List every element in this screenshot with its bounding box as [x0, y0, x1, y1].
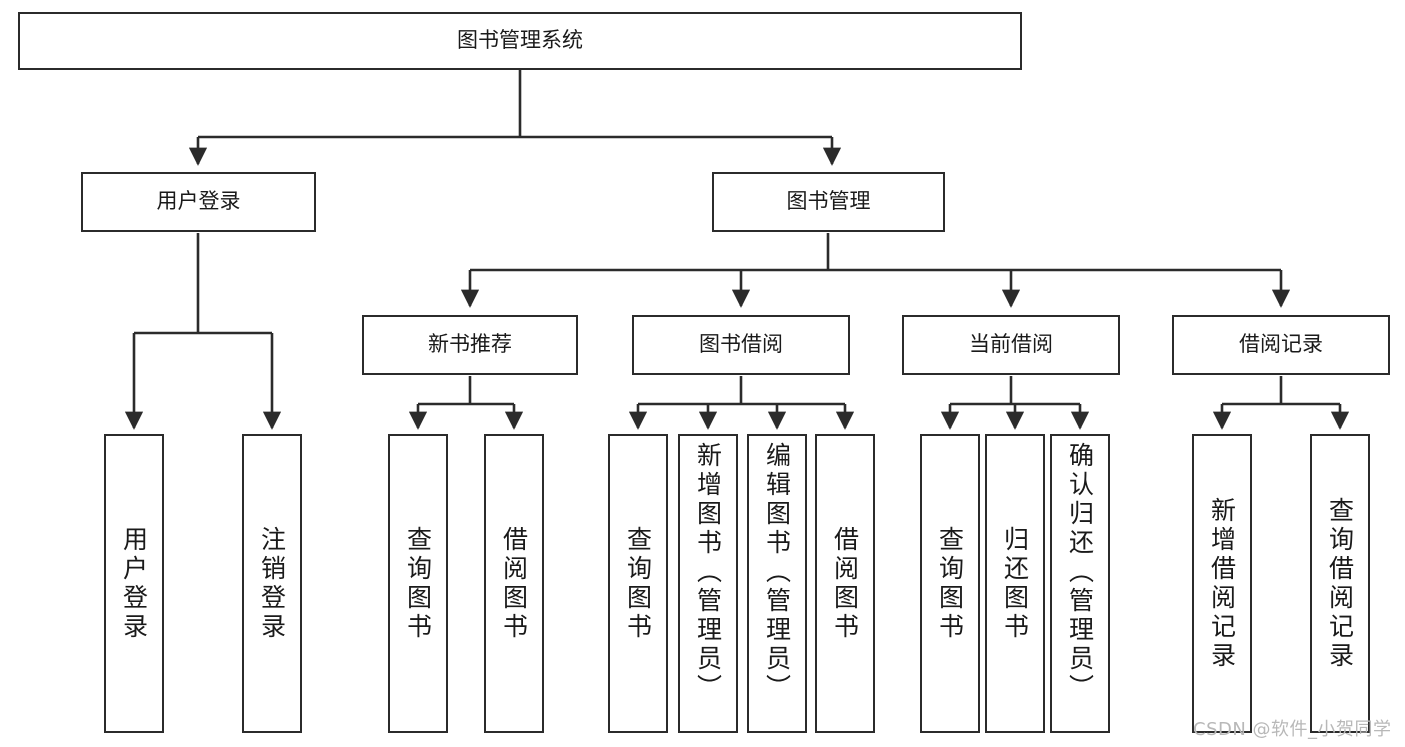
- node-borrow-record-label: 借阅记录: [1239, 332, 1323, 357]
- leaf-query-book-3-label: 查询图书: [935, 525, 965, 642]
- node-book-manage-label: 图书管理: [786, 189, 871, 214]
- node-book-borrow[interactable]: 图书借阅: [632, 315, 850, 375]
- leaf-return-book-label: 归还图书: [1000, 525, 1030, 642]
- leaf-query-book-2-label: 查询图书: [623, 525, 653, 642]
- leaf-add-book-label: 新增图书（管理员）: [693, 442, 723, 703]
- leaf-user-login[interactable]: 用户登录: [104, 434, 164, 733]
- node-new-book-recommend-label: 新书推荐: [428, 332, 512, 357]
- node-current-borrow-label: 当前借阅: [969, 332, 1053, 357]
- leaf-query-book-1[interactable]: 查询图书: [388, 434, 448, 733]
- leaf-query-book-1-label: 查询图书: [403, 525, 433, 642]
- node-book-manage[interactable]: 图书管理: [712, 172, 945, 232]
- node-user-login-label: 用户登录: [156, 189, 241, 214]
- leaf-add-book[interactable]: 新增图书（管理员）: [678, 434, 738, 733]
- leaf-add-record-label: 新增借阅记录: [1207, 496, 1237, 671]
- leaf-user-login-label: 用户登录: [119, 525, 149, 642]
- leaf-borrow-book-1[interactable]: 借阅图书: [484, 434, 544, 733]
- leaf-edit-book[interactable]: 编辑图书（管理员）: [747, 434, 807, 733]
- node-book-borrow-label: 图书借阅: [699, 332, 783, 357]
- node-new-book-recommend[interactable]: 新书推荐: [362, 315, 578, 375]
- leaf-return-book[interactable]: 归还图书: [985, 434, 1045, 733]
- leaf-logout[interactable]: 注销登录: [242, 434, 302, 733]
- leaf-confirm-return[interactable]: 确认归还（管理员）: [1050, 434, 1110, 733]
- leaf-query-book-3[interactable]: 查询图书: [920, 434, 980, 733]
- node-root-label: 图书管理系统: [457, 28, 583, 53]
- watermark: CSDN @软件_小贺同学: [1193, 719, 1392, 740]
- node-current-borrow[interactable]: 当前借阅: [902, 315, 1120, 375]
- leaf-borrow-book-1-label: 借阅图书: [499, 525, 529, 642]
- leaf-borrow-book-2[interactable]: 借阅图书: [815, 434, 875, 733]
- leaf-edit-book-label: 编辑图书（管理员）: [762, 442, 792, 703]
- leaf-confirm-return-label: 确认归还（管理员）: [1065, 442, 1095, 703]
- leaf-query-book-2[interactable]: 查询图书: [608, 434, 668, 733]
- leaf-borrow-book-2-label: 借阅图书: [830, 525, 860, 642]
- node-root[interactable]: 图书管理系统: [18, 12, 1022, 70]
- node-user-login[interactable]: 用户登录: [81, 172, 316, 232]
- leaf-add-record[interactable]: 新增借阅记录: [1192, 434, 1252, 733]
- leaf-query-record-label: 查询借阅记录: [1325, 496, 1355, 671]
- leaf-logout-label: 注销登录: [257, 525, 287, 642]
- node-borrow-record[interactable]: 借阅记录: [1172, 315, 1390, 375]
- leaf-query-record[interactable]: 查询借阅记录: [1310, 434, 1370, 733]
